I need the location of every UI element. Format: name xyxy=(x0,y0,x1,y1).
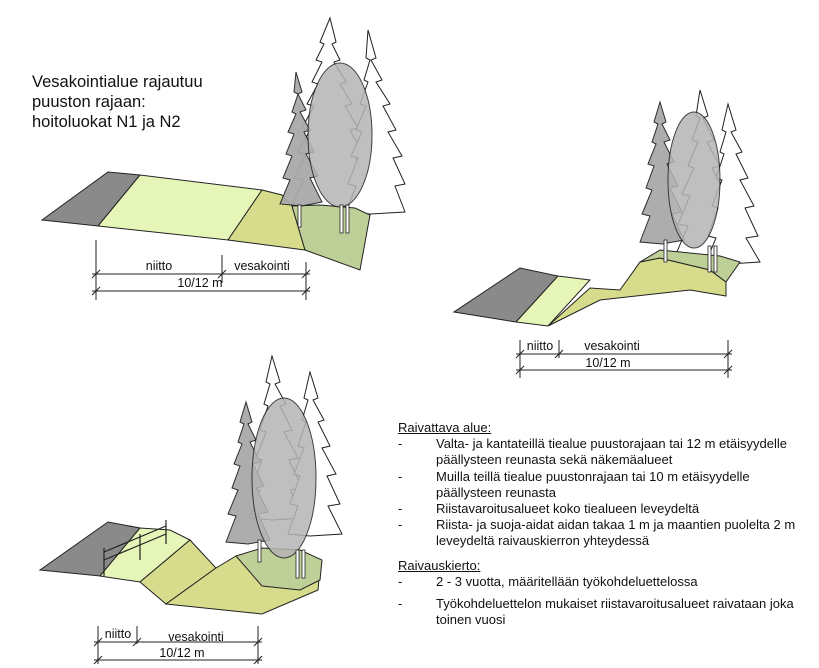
scene-bottom: niitto vesakointi 10/12 m xyxy=(38,354,343,665)
diagram-heading: Vesakointialue rajautuu puuston rajaan: … xyxy=(32,72,203,132)
dim-bottom-mow-label: niitto xyxy=(105,627,131,641)
dim-top-brush-label: vesakointi xyxy=(234,259,290,273)
deciduous-tree-icon xyxy=(251,397,317,559)
dimension-line-icon xyxy=(91,240,311,300)
dim-bottom-brush-label: vesakointi xyxy=(168,630,224,644)
list-item-text: Riista- ja suoja-aidat aidan takaa 1 m j… xyxy=(436,517,796,549)
list-item-text: Riistavaroitusalueet koko tiealueen leve… xyxy=(436,501,700,517)
list-item: -Muilla teillä tiealue puustonrajaan tai… xyxy=(398,468,750,500)
list-item: -Valta- ja kantateillä tiealue puustoraj… xyxy=(398,436,787,468)
spruce-tree-icon xyxy=(279,71,323,207)
legend-panel: Raivattava alue: -Valta- ja kantateillä … xyxy=(398,420,808,628)
dimension-line-icon xyxy=(93,626,263,665)
list-item: -Riista- ja suoja-aidat aidan takaa 1 m … xyxy=(398,517,796,549)
mow-zone xyxy=(514,275,592,327)
heading-line: hoitoluokat N1 ja N2 xyxy=(32,113,181,131)
dim-right-total-label: 10/12 m xyxy=(585,356,630,370)
dim-right-mow-label: niitto xyxy=(527,339,553,353)
area-title: Raivattava alue: xyxy=(398,420,492,435)
list-item-text: 2 - 3 vuotta, määritellään työkohdeluett… xyxy=(436,573,698,589)
heading-line: Vesakointialue rajautuu xyxy=(32,73,203,91)
mow-zone xyxy=(99,527,191,583)
dim-bottom-total-label: 10/12 m xyxy=(159,646,204,660)
heading-line: puuston rajaan: xyxy=(32,93,146,111)
list-item-text: Valta- ja kantateillä tiealue puustoraja… xyxy=(436,436,787,468)
list-item: -Työkohdeluettelon mukaiset riistavaroit… xyxy=(398,596,794,628)
list-item-text: Muilla teillä tiealue puustonrajaan tai … xyxy=(436,468,750,500)
scene-right: niitto vesakointi 10/12 m xyxy=(452,89,761,378)
forest-floor xyxy=(291,204,371,271)
list-item: -Riistavaroitusalueet koko tiealueen lev… xyxy=(398,501,700,517)
list-item-text: Työkohdeluettelon mukaiset riistavaroitu… xyxy=(436,596,794,628)
cycle-title: Raivauskierto: xyxy=(398,557,481,573)
dimension-line-icon xyxy=(515,340,733,378)
deciduous-tree-icon xyxy=(667,111,721,249)
scene-top: niitto vesakointi 10/12 m xyxy=(40,16,406,300)
fence-icon xyxy=(103,520,167,576)
dim-top-mow-label: niitto xyxy=(146,259,172,273)
list-item: -2 - 3 vuotta, määritellään työkohdeluet… xyxy=(398,573,698,589)
deciduous-tree-icon xyxy=(307,62,373,208)
dim-right-brush-label: vesakointi xyxy=(584,339,640,353)
dim-top-total-label: 10/12 m xyxy=(177,276,222,290)
